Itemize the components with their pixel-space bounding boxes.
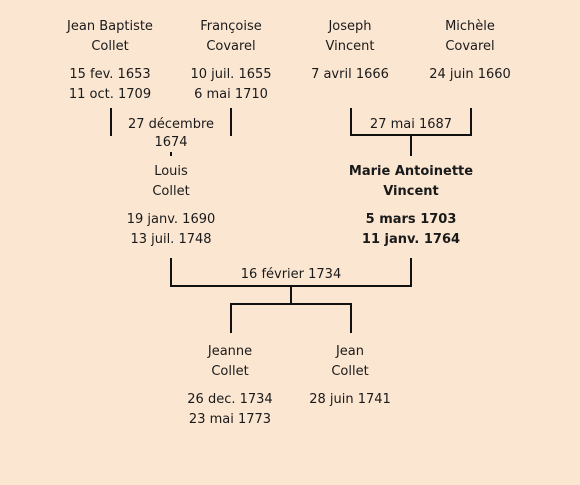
birth-date: 10 juil. 1655 xyxy=(190,67,272,82)
person-dates: 19 janv. 1690 13 juil. 1748 xyxy=(111,210,231,250)
person-dates: 5 mars 1703 11 janv. 1764 xyxy=(341,210,481,250)
marriage-date-right: 27 mai 1687 xyxy=(352,116,470,134)
descent-line xyxy=(290,285,292,304)
connector-line xyxy=(410,258,412,287)
birth-date: 28 juin 1741 xyxy=(309,392,391,407)
person-dates: 7 avril 1666 xyxy=(290,65,410,85)
person-michele-covarel: Michèle Covarel 24 juin 1660 xyxy=(410,17,530,85)
child-line xyxy=(350,303,352,333)
person-last-name: Covarel xyxy=(445,39,495,54)
person-first-name: Françoise xyxy=(200,19,262,34)
connector-line xyxy=(350,108,352,135)
birth-date: 26 dec. 1734 xyxy=(187,392,273,407)
person-marie-antoinette-vincent: Marie Antoinette Vincent 5 mars 1703 11 … xyxy=(341,162,481,250)
person-last-name: Vincent xyxy=(383,184,439,199)
person-first-name: Jean Baptiste xyxy=(67,19,153,34)
person-last-name: Collet xyxy=(152,184,190,199)
marriage-date-center: 16 février 1734 xyxy=(230,266,352,284)
person-first-name: Michèle xyxy=(445,19,495,34)
person-francoise-covarel: Françoise Covarel 10 juil. 1655 6 mai 17… xyxy=(171,17,291,105)
death-date: 11 oct. 1709 xyxy=(68,87,152,102)
person-dates: 24 juin 1660 xyxy=(410,65,530,85)
person-first-name: Jean xyxy=(335,344,365,359)
person-dates: 28 juin 1741 xyxy=(290,390,410,410)
person-dates: 26 dec. 1734 23 mai 1773 xyxy=(170,390,290,430)
person-first-name: Joseph xyxy=(328,19,372,34)
death-date: 23 mai 1773 xyxy=(188,412,272,427)
person-louis-collet: Louis Collet 19 janv. 1690 13 juil. 1748 xyxy=(111,162,231,250)
sibling-line xyxy=(230,303,352,305)
descent-line xyxy=(410,134,412,156)
birth-date: 15 fev. 1653 xyxy=(69,67,151,82)
connector-line xyxy=(170,258,172,287)
person-last-name: Collet xyxy=(211,364,249,379)
person-joseph-vincent: Joseph Vincent 7 avril 1666 xyxy=(290,17,410,85)
birth-date: 19 janv. 1690 xyxy=(126,212,216,227)
person-first-name: Jeanne xyxy=(207,344,253,359)
person-jean-baptiste-collet: Jean Baptiste Collet 15 fev. 1653 11 oct… xyxy=(50,17,170,105)
person-dates: 10 juil. 1655 6 mai 1710 xyxy=(171,65,291,105)
death-date: 11 janv. 1764 xyxy=(361,232,461,247)
birth-date: 24 juin 1660 xyxy=(429,67,511,82)
birth-date: 5 mars 1703 xyxy=(365,212,457,227)
person-first-name: Louis xyxy=(154,164,188,179)
connector-line xyxy=(470,108,472,135)
person-jean-collet: Jean Collet 28 juin 1741 xyxy=(290,342,410,410)
death-date: 13 juil. 1748 xyxy=(130,232,212,247)
birth-date: 7 avril 1666 xyxy=(311,67,389,82)
connector-line xyxy=(230,108,232,135)
death-date: 6 mai 1710 xyxy=(194,87,268,102)
person-last-name: Collet xyxy=(331,364,369,379)
person-last-name: Vincent xyxy=(325,39,375,54)
person-first-name: Marie Antoinette xyxy=(348,164,474,179)
person-dates: 15 fev. 1653 11 oct. 1709 xyxy=(50,65,170,105)
person-last-name: Collet xyxy=(91,39,129,54)
child-line xyxy=(230,303,232,333)
connector-line xyxy=(110,108,112,135)
marriage-date-left: 27 décembre 1674 xyxy=(112,116,230,152)
person-jeanne-collet: Jeanne Collet 26 dec. 1734 23 mai 1773 xyxy=(170,342,290,430)
person-last-name: Covarel xyxy=(206,39,256,54)
